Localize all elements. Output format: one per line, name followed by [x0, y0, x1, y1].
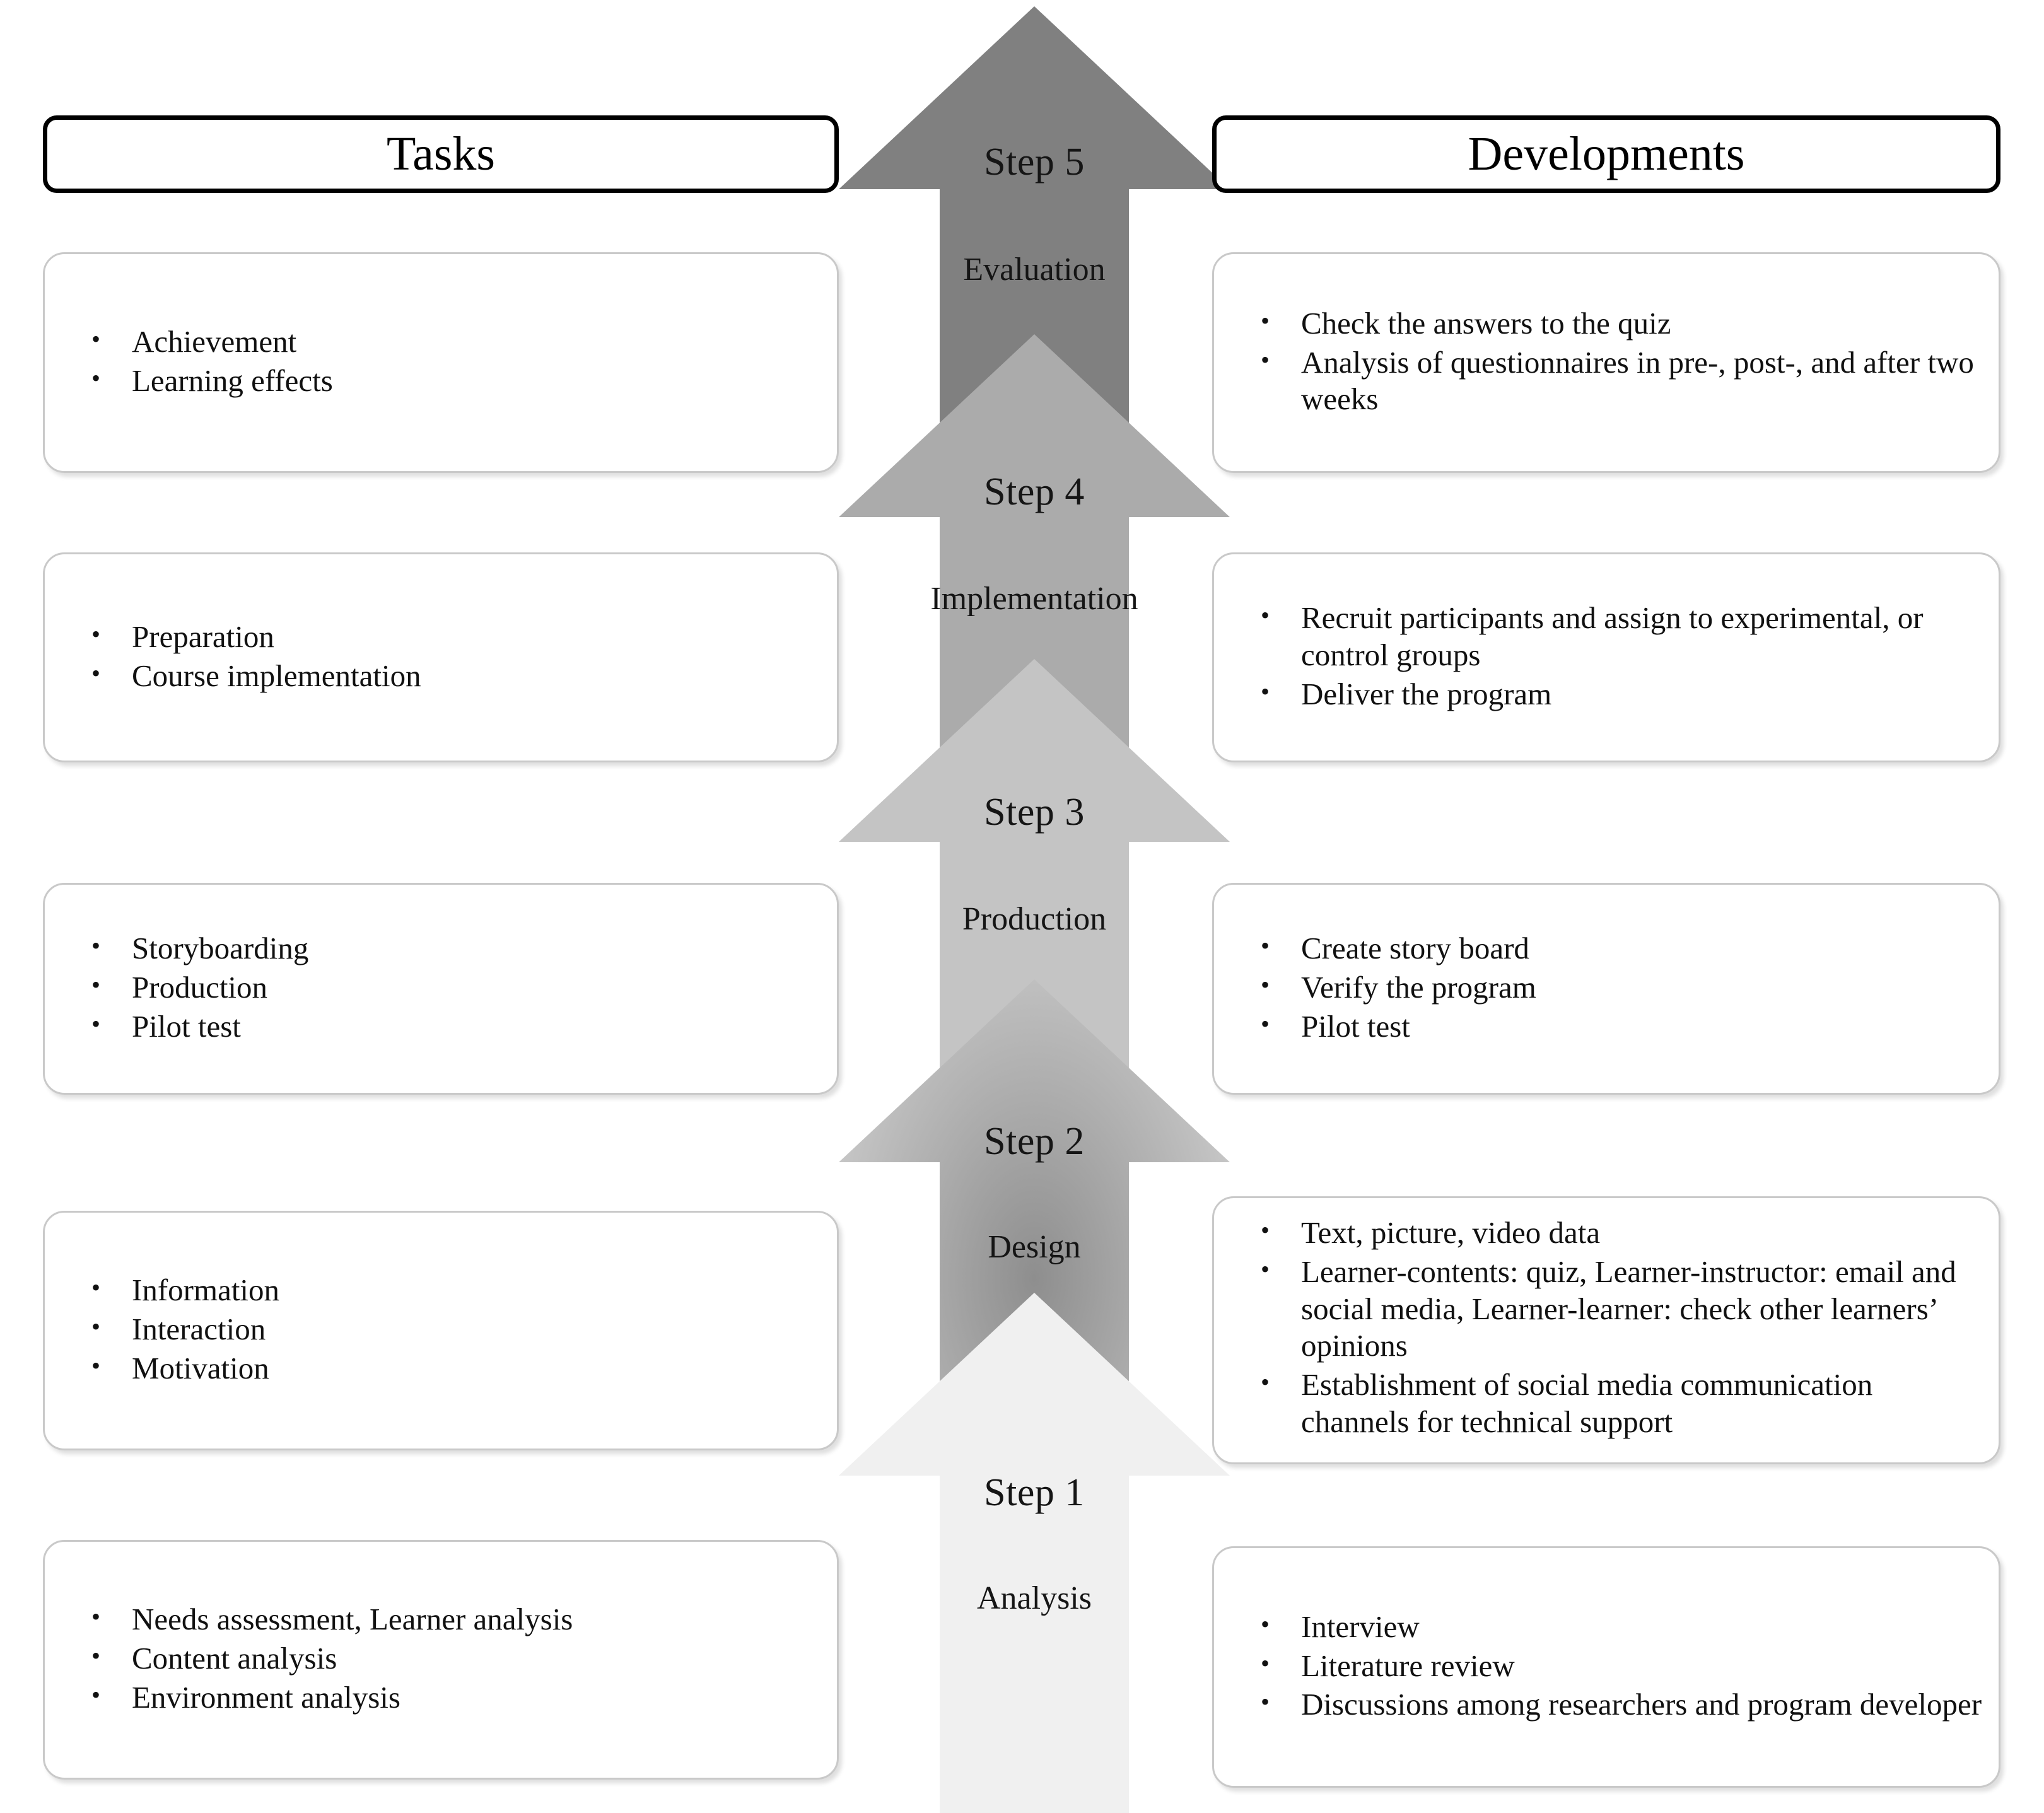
list-item: Discussions among researchers and progra… [1246, 1685, 1982, 1723]
developments-list-step1: Interview Literature review Discussions … [1246, 1607, 1982, 1725]
developments-list-step2: Text, picture, video data Learner-conten… [1246, 1213, 1982, 1443]
tasks-card-step1: Needs assessment, Learner analysis Conte… [43, 1540, 839, 1780]
list-item: Pilot test [1246, 1007, 1982, 1046]
list-item: Deliver the program [1246, 675, 1982, 713]
tasks-header-label: Tasks [386, 127, 495, 180]
list-item: Motivation [76, 1349, 821, 1387]
step-number-5: Step 5 [984, 141, 1085, 184]
step-number-2: Step 2 [984, 1120, 1085, 1163]
list-item: Interview [1246, 1607, 1982, 1646]
list-item: Storyboarding [76, 929, 821, 967]
list-item: Interaction [76, 1310, 821, 1348]
step-name-2: Design [988, 1229, 1081, 1265]
tasks-list-step5: Achievement Learning effects [76, 322, 821, 402]
tasks-list-step1: Needs assessment, Learner analysis Conte… [76, 1600, 821, 1718]
list-item: Information [76, 1271, 821, 1309]
developments-list-step5: Check the answers to the quiz Analysis o… [1246, 304, 1982, 420]
list-item: Environment analysis [76, 1678, 821, 1717]
list-item: Verify the program [1246, 968, 1982, 1006]
tasks-card-step5: Achievement Learning effects [43, 252, 839, 473]
list-item: Pilot test [76, 1007, 821, 1046]
list-item: Needs assessment, Learner analysis [76, 1600, 821, 1638]
list-item: Analysis of questionnaires in pre-, post… [1246, 343, 1982, 419]
tasks-card-step4: Preparation Course implementation [43, 552, 839, 762]
developments-column-header: Developments [1212, 115, 2000, 193]
list-item: Create story board [1246, 929, 1982, 967]
list-item: Recruit participants and assign to exper… [1246, 598, 1982, 674]
step-name-1: Analysis [977, 1580, 1092, 1616]
arrow-shape-3 [839, 659, 1230, 1296]
developments-card-step3: Create story board Verify the program Pi… [1212, 883, 2000, 1095]
list-item: Achievement [76, 322, 821, 361]
arrow-shape-4 [839, 334, 1230, 971]
list-item: Establishment of social media communicat… [1246, 1365, 1982, 1441]
step-number-1: Step 1 [984, 1471, 1085, 1514]
list-item: Production [76, 968, 821, 1006]
tasks-list-step2: Information Interaction Motivation [76, 1271, 821, 1389]
tasks-list-step3: Storyboarding Production Pilot test [76, 929, 821, 1047]
tasks-list-step4: Preparation Course implementation [76, 617, 821, 697]
step-name-5: Evaluation [963, 252, 1106, 288]
step-name-4: Implementation [930, 581, 1138, 617]
list-item: Text, picture, video data [1246, 1213, 1982, 1252]
developments-header-label: Developments [1468, 127, 1745, 180]
developments-list-step3: Create story board Verify the program Pi… [1246, 929, 1982, 1047]
developments-card-step5: Check the answers to the quiz Analysis o… [1212, 252, 2000, 473]
list-item: Learning effects [76, 361, 821, 400]
step-arrow-1 [839, 1293, 1230, 1813]
step-number-3: Step 3 [984, 791, 1085, 834]
step-arrow-3 [839, 659, 1230, 1296]
process-arrow-stack: Step 5 Evaluation Step 4 Implementation … [839, 0, 1230, 1813]
step-arrow-5 [839, 6, 1230, 643]
list-item: Preparation [76, 617, 821, 656]
developments-card-step1: Interview Literature review Discussions … [1212, 1546, 2000, 1788]
tasks-column-header: Tasks [43, 115, 839, 193]
list-item: Literature review [1246, 1647, 1982, 1685]
step-number-4: Step 4 [984, 470, 1085, 513]
developments-card-step4: Recruit participants and assign to exper… [1212, 552, 2000, 762]
arrow-shape-1 [839, 1293, 1230, 1813]
step-arrow-4 [839, 334, 1230, 971]
tasks-card-step2: Information Interaction Motivation [43, 1211, 839, 1450]
list-item: Learner-contents: quiz, Learner-instruct… [1246, 1252, 1982, 1365]
developments-card-step2: Text, picture, video data Learner-conten… [1212, 1196, 2000, 1464]
list-item: Check the answers to the quiz [1246, 304, 1982, 342]
arrow-shape-5 [839, 6, 1230, 643]
list-item: Course implementation [76, 656, 821, 695]
developments-list-step4: Recruit participants and assign to exper… [1246, 598, 1982, 714]
tasks-card-step3: Storyboarding Production Pilot test [43, 883, 839, 1095]
list-item: Content analysis [76, 1639, 821, 1677]
step-name-3: Production [962, 901, 1107, 937]
